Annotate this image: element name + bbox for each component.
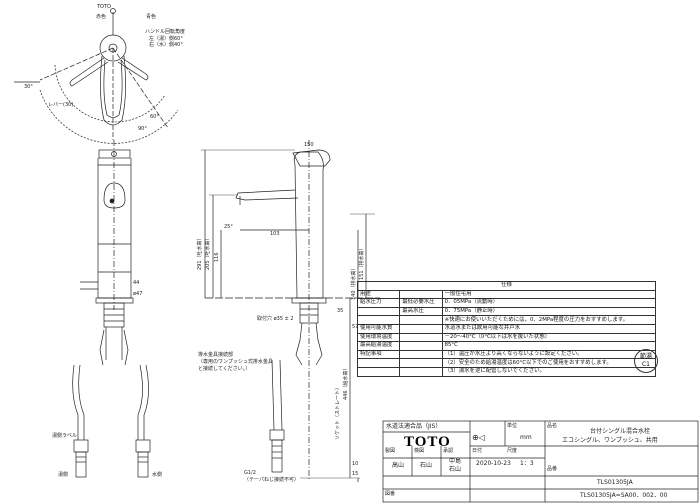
spec-subkey [399,323,443,334]
spec-value: ※快適にお使いいただくためには，0．2MPa程度の圧力をおすすめします。 [441,315,657,325]
spec-value: －20～40°C（0°C以下は水を抜いた状態） [441,332,657,343]
thread-label-1: G1/2 [244,470,256,476]
hot-hose-label: 湯側ラベル [52,432,77,439]
spec-header: 仕様 [357,281,656,291]
dim-height-total: 291（吐水高） [196,235,203,270]
spec-key: 使用可能水質 [356,323,401,334]
dim-44-label: 44 [133,280,139,286]
drain-note-2: （専用のワンプッシュ式排水金具 [198,358,273,365]
dim-140: 140（排水高） [350,265,357,300]
cold-color-label: 青色 [146,13,156,20]
product-sub: エコシングル、ワンプッシュ、共用 [562,437,658,444]
spec-subkey [399,315,443,325]
drawing-no-label: 図番 [385,491,396,497]
spec-key [356,366,401,377]
spec-key: 給水圧力 [356,298,401,308]
scale-value: 1：3 [520,460,534,467]
dim-spout-label: 25° [224,224,233,230]
spec-subkey [399,349,443,360]
scale-label: 尺度 [507,448,518,454]
dim-47-label: ø47 [133,291,142,297]
drain-note-1: 排水金具接続部 [198,351,233,358]
dim-hole-label: 取付穴 ø35 ± 2 [257,315,294,322]
dim-15-label: 15 [352,471,358,477]
spec-key [356,306,401,317]
rotation-right: 右（水）側40° [149,41,183,48]
spec-subkey [399,289,443,300]
hot-side-label: 湯側 [58,471,68,478]
top-view [14,8,179,144]
water-saving-line2: C1 [641,361,650,368]
front-view [72,140,151,478]
hot-color-label: 赤色 [96,13,106,20]
dim-116: 116 [214,252,220,262]
spec-subkey: 最高水圧 [399,306,443,317]
dim-151: 151（排水高） [358,245,365,280]
name-label: 品名 [547,423,558,429]
drawing-no-value: TLS01305JA=SA00．002．00 [580,492,668,499]
cold-side-label: 水側 [152,471,162,478]
spec-key [356,315,401,325]
approved-value: 中島 [449,458,462,465]
rotation-title: ハンドル回転角度 [145,28,185,35]
drawn-label: 製図 [385,448,396,454]
spec-value: 水道水または飲用可能な井戸水 [441,323,657,334]
spec-subkey [399,358,443,368]
angle-b-label: 60° [150,114,159,120]
spec-key [356,358,401,368]
spec-key: 用途 [356,289,401,300]
date-value: 2020-10-23 [476,460,511,467]
rotation-left: 左（湯）側60° [149,35,183,42]
spec-value: （1）温圧が水圧より高くならないように設定ください。 [441,349,657,360]
unit-value: mm [520,434,532,441]
model-label: 品番 [547,466,558,472]
checked-repeat: 石山 [449,466,462,473]
arrow-symbol: ⊕◁ [472,433,485,442]
dim-205: 205（吐水高） [204,235,211,270]
spec-subkey [399,332,443,343]
model-value: TLS01305JA [597,479,633,486]
checked-label: 検図 [414,448,425,454]
angle-a-label: 30° [24,84,33,90]
water-saving-line1: 節湯 [639,353,652,360]
spec-key: 特記事項 [356,349,401,360]
product-name: 台付シングル混合水栓 [590,428,651,435]
spec-subkey: 最低必要水圧 [399,298,443,308]
handle-dim-label: レバー(30) [48,102,73,108]
spec-value: （2）安全のため給湯温度は60°C以下でのご使用をおすすめします。 [441,358,657,368]
dim-446: 446（給水高） [342,365,349,400]
unit-label: 単位 [507,423,518,429]
approved-label: 承認 [443,448,454,454]
spec-subkey [399,341,443,351]
water-saving-mark: 節湯 C1 [634,349,658,373]
spec-value: 0．75MPa（静止時） [441,306,657,317]
jis-label: 水道法適合品（JIS） [386,423,442,430]
socket-note: ソケット（ストレート） [334,385,341,440]
spec-value: 85°C [441,341,657,351]
date-label: 日付 [472,448,483,454]
dim-10-label: 10 [352,461,358,467]
side-view [201,140,380,482]
spec-key: 最高給湯温度 [356,341,401,351]
dim-reach-label: 103 [270,231,280,237]
spec-key: 使用環境温度 [356,332,401,343]
dim-width-label: 150 [304,142,314,148]
brand-label: TOTO [96,4,111,10]
dim-57-label: 57 [352,324,358,330]
thread-label-2: （テーパねじ接続不可） [244,476,299,483]
drain-note-3: と接続してください。） [198,365,250,372]
dim-35-label: 35 [337,308,343,314]
spec-value: （3）湯水を逆に配管しないでください。 [441,366,657,377]
drawn-value: 高山 [392,462,405,469]
spec-subkey [399,366,443,377]
checked-value: 石山 [420,462,433,469]
title-block-frame [382,420,699,503]
angle-c-label: 90° [138,126,147,132]
spec-value: 一般住宅用 [441,289,657,300]
spec-value: 0．05MPa（流動時） [441,298,657,308]
toto-logo: TOTO [404,434,451,450]
